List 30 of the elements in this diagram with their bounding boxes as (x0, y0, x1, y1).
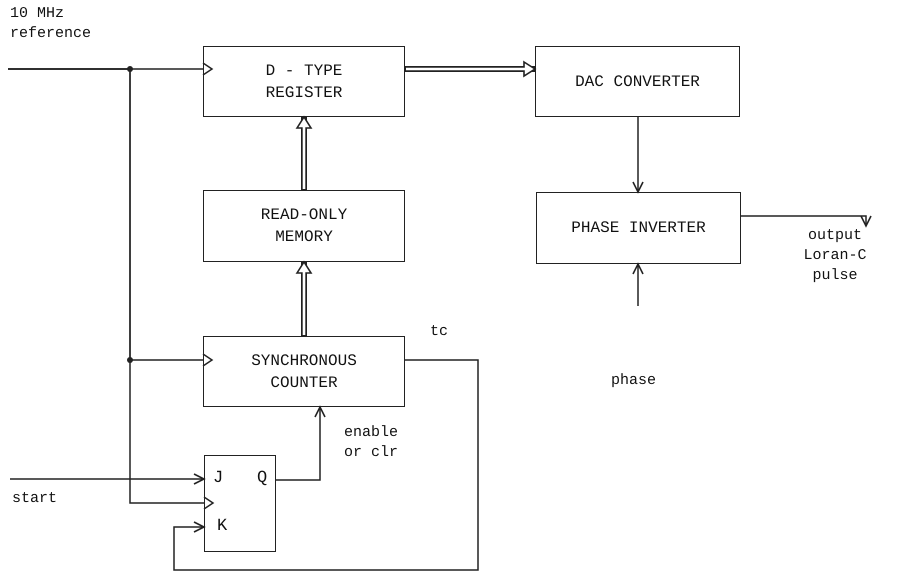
clock-line (8, 68, 214, 510)
signal-label: tc (430, 322, 450, 342)
arrow (632, 263, 644, 306)
arrow (10, 473, 205, 485)
bus-arrow (296, 261, 312, 336)
block-box (203, 46, 405, 117)
arrow (276, 406, 326, 481)
flip-flop-box (204, 455, 276, 552)
signal-label: 10 MHz reference (10, 4, 92, 44)
arrow (632, 117, 644, 193)
block-box (536, 192, 741, 264)
pin-label: J (213, 469, 224, 489)
arrow (173, 359, 479, 571)
block-box (203, 336, 405, 407)
signal-label: enable or clr (344, 423, 400, 463)
block-label: READ-ONLY MEMORY (260, 205, 348, 248)
block-label: SYNCHRONOUS COUNTER (250, 350, 358, 394)
block-box (535, 46, 740, 117)
pin-label: K (217, 517, 228, 537)
signal-label: phase (611, 371, 658, 391)
block-label: PHASE INVERTER (570, 218, 707, 239)
pin-label: Q (257, 469, 268, 489)
block-label: D - TYPE REGISTER (264, 60, 344, 104)
block-label: DAC CONVERTER (574, 72, 701, 92)
output-label: output Loran-C pulse (790, 226, 880, 286)
signal-label: start (12, 489, 58, 509)
bus-arrow (296, 116, 312, 190)
arrow (741, 215, 872, 227)
block-box (203, 190, 405, 262)
bus-arrow (405, 61, 536, 77)
